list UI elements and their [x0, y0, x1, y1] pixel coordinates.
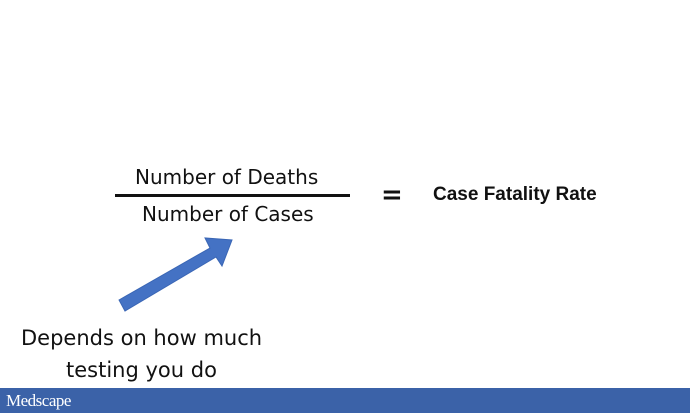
- denominator-text: Number of Cases: [142, 202, 314, 226]
- fraction-bar: [115, 194, 350, 197]
- annotation-line-1: Depends on how much: [21, 326, 263, 350]
- numerator-text: Number of Deaths: [135, 165, 319, 189]
- equals-sign: =: [381, 180, 403, 210]
- medscape-logo: Medscape: [6, 391, 71, 410]
- result-text: Case Fatality Rate: [433, 184, 597, 205]
- annotation-line-2: testing you do: [66, 358, 217, 382]
- footer-bar: Medscape: [0, 388, 690, 413]
